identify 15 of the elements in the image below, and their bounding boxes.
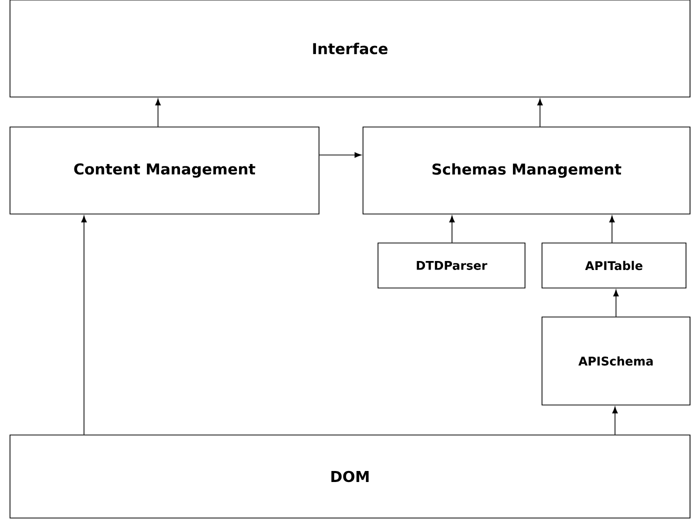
- block-box: Schemas Management: [362, 126, 690, 214]
- arrow: [613, 290, 619, 317]
- arrow: [537, 98, 543, 127]
- arrow: [612, 406, 618, 435]
- arrow: [81, 216, 87, 435]
- arrow: [449, 216, 455, 243]
- block-box: Interface: [10, 0, 690, 98]
- block-box: Content Management: [10, 126, 320, 214]
- arrow: [609, 216, 615, 243]
- block-box: APITable: [542, 242, 686, 288]
- block-box: APISchema: [542, 316, 690, 406]
- block-box: DTDParser: [378, 242, 526, 288]
- arrow: [319, 152, 362, 158]
- arrow: [155, 98, 161, 127]
- block-box: DOM: [10, 434, 690, 518]
